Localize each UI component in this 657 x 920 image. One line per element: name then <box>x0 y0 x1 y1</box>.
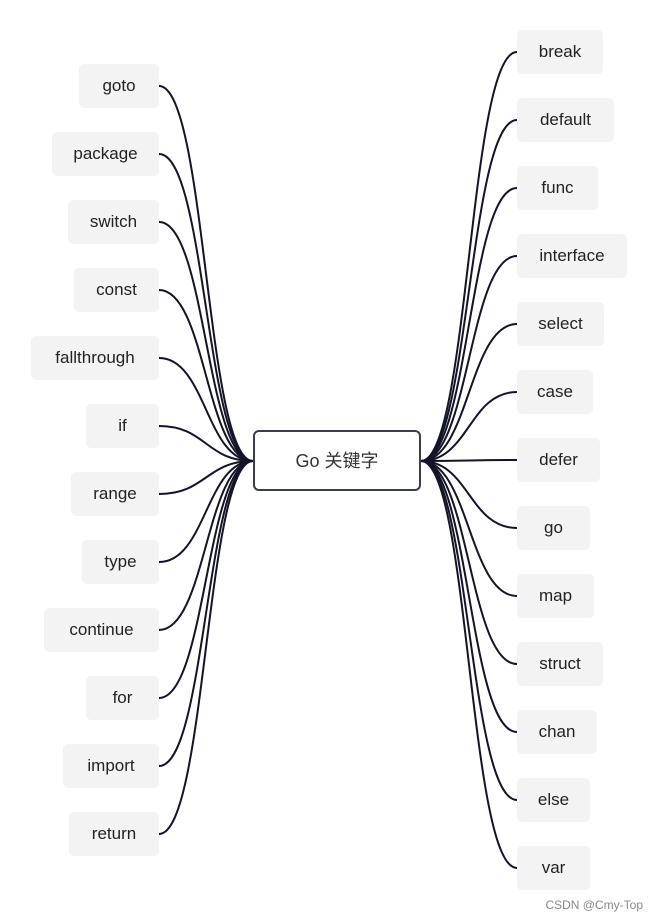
keyword-node-break[interactable]: break <box>517 30 603 74</box>
link-default <box>420 119 518 462</box>
root-node[interactable]: Go 关键字 <box>253 430 421 491</box>
link-struct <box>420 460 518 665</box>
keyword-node-const[interactable]: const <box>74 268 159 312</box>
link-switch <box>158 221 254 462</box>
link-map <box>420 460 518 597</box>
watermark: CSDN @Cmy-Top <box>545 898 643 912</box>
keyword-node-struct[interactable]: struct <box>517 642 603 686</box>
keyword-node-return[interactable]: return <box>69 812 159 856</box>
link-chan <box>420 460 518 733</box>
keyword-node-import[interactable]: import <box>63 744 159 788</box>
link-type <box>158 460 254 563</box>
link-select <box>420 323 518 462</box>
link-var <box>420 460 518 869</box>
keyword-node-interface[interactable]: interface <box>517 234 627 278</box>
link-package <box>158 153 254 462</box>
link-import <box>158 460 254 767</box>
link-return <box>158 460 254 835</box>
keyword-node-func[interactable]: func <box>517 166 598 210</box>
keyword-node-chan[interactable]: chan <box>517 710 597 754</box>
keyword-node-goto[interactable]: goto <box>79 64 159 108</box>
link-defer <box>420 459 518 462</box>
link-case <box>420 391 518 462</box>
link-goto <box>158 85 254 462</box>
link-fallthrough <box>158 357 254 462</box>
keyword-node-continue[interactable]: continue <box>44 608 159 652</box>
keyword-node-map[interactable]: map <box>517 574 594 618</box>
keyword-node-range[interactable]: range <box>71 472 159 516</box>
keyword-node-select[interactable]: select <box>517 302 604 346</box>
keyword-node-case[interactable]: case <box>517 370 593 414</box>
root-node-label: Go 关键字 <box>295 451 379 471</box>
link-range <box>158 460 254 495</box>
keyword-node-if[interactable]: if <box>86 404 159 448</box>
link-for <box>158 460 254 699</box>
link-go <box>420 460 518 529</box>
link-break <box>420 51 518 462</box>
link-const <box>158 289 254 462</box>
keyword-node-default[interactable]: default <box>517 98 614 142</box>
keyword-node-defer[interactable]: defer <box>517 438 600 482</box>
keyword-node-else[interactable]: else <box>517 778 590 822</box>
keyword-node-switch[interactable]: switch <box>68 200 159 244</box>
keyword-node-go[interactable]: go <box>517 506 590 550</box>
keyword-node-for[interactable]: for <box>86 676 159 720</box>
link-interface <box>420 255 518 462</box>
keyword-node-fallthrough[interactable]: fallthrough <box>31 336 159 380</box>
link-if <box>158 425 254 462</box>
keyword-node-var[interactable]: var <box>517 846 590 890</box>
link-continue <box>158 460 254 631</box>
link-func <box>420 187 518 462</box>
keyword-node-type[interactable]: type <box>82 540 159 584</box>
keyword-node-package[interactable]: package <box>52 132 159 176</box>
link-else <box>420 460 518 801</box>
